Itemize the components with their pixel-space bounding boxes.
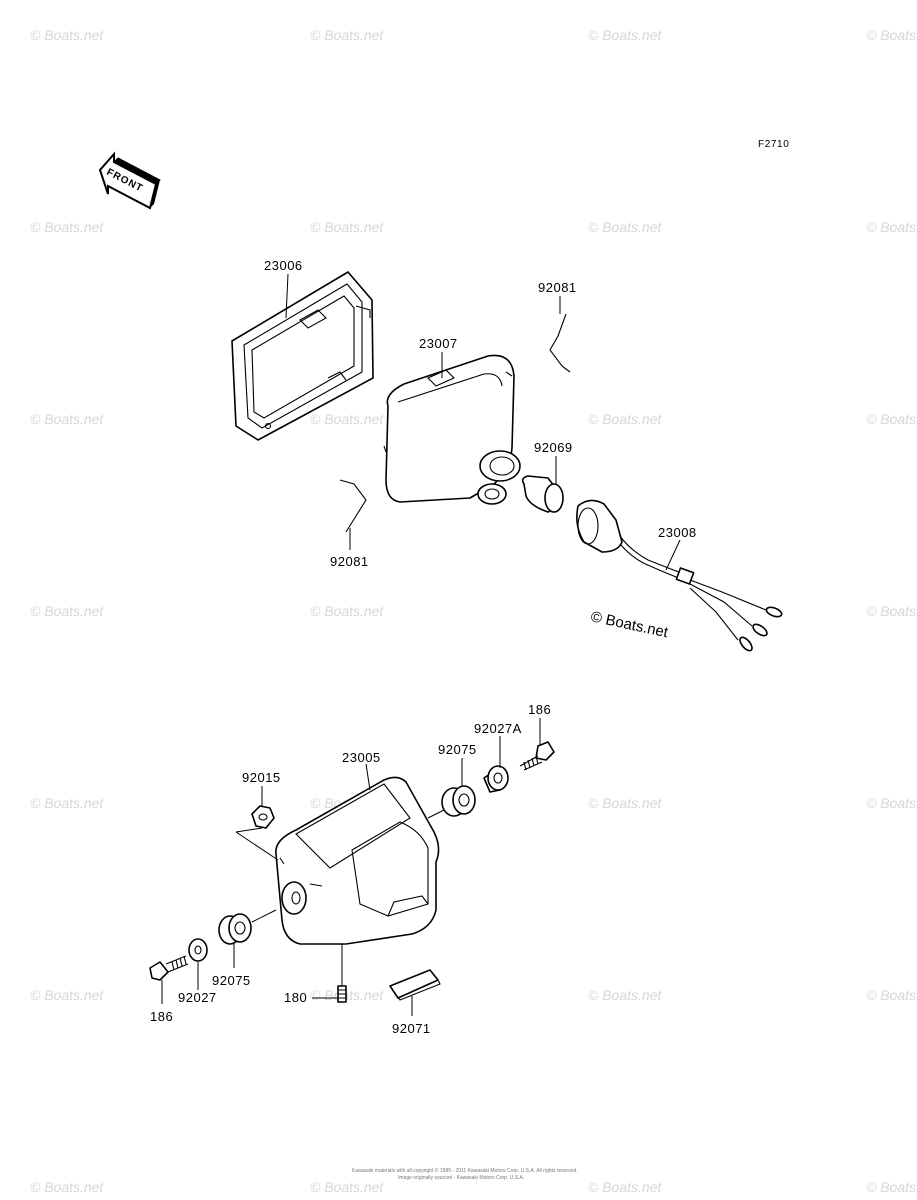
leader-line [365, 763, 371, 791]
spring-clip-92081-bottom [339, 479, 367, 533]
socket-wire-23008 [576, 499, 783, 652]
inline-watermark: © Boats.net [589, 608, 670, 641]
headlight-housing-23007 [383, 354, 521, 505]
label-92027A: 92027A [474, 721, 522, 736]
watermark: © Boats.net [588, 1179, 662, 1195]
footer-copyright-line2: Image originally sourced - Kawasaki Moto… [398, 1175, 524, 1181]
clip-92071 [389, 969, 441, 1001]
label-23007: 23007 [419, 336, 458, 351]
label-23006: 23006 [264, 258, 303, 273]
label-180: 180 [284, 990, 307, 1005]
watermark: © Boats.net [588, 795, 662, 811]
collar-92027A [483, 765, 509, 793]
label-23008: 23008 [658, 525, 697, 540]
watermark: © Boats.net [30, 411, 104, 427]
watermark: © Boats.net [310, 603, 384, 619]
watermark: © Boats.net [30, 603, 104, 619]
footer-copyright-line1: Kawasaki materials with all copyright © … [352, 1167, 578, 1174]
headlight-rim-23006 [231, 271, 374, 441]
watermark: © Boats.net [588, 219, 662, 235]
label-186-top: 186 [528, 702, 551, 717]
label-92081-top: 92081 [538, 280, 577, 295]
watermark: © Boats.net [30, 1179, 104, 1195]
nut-92015 [251, 805, 275, 829]
figure-code: F2710 [758, 139, 789, 150]
watermark: © Boats.net [866, 219, 917, 235]
watermark: © Boats.net [30, 27, 104, 43]
watermark: © Boats.net [866, 603, 917, 619]
spring-clip-92081-top [549, 313, 571, 373]
leader-line [235, 827, 263, 833]
label-92069: 92069 [534, 440, 573, 455]
leader-line [285, 273, 289, 319]
grommet-92075-top [441, 785, 476, 817]
watermark: © Boats.net [866, 27, 917, 43]
watermark: © Boats.net [588, 987, 662, 1003]
watermark: © Boats.net [588, 411, 662, 427]
leader-line [665, 539, 681, 571]
watermark: © Boats.net [310, 27, 384, 43]
watermark: © Boats.net [30, 219, 104, 235]
label-92015: 92015 [242, 770, 281, 785]
front-arrow-icon: FRONT [98, 151, 161, 210]
bulb-92069 [521, 475, 564, 513]
label-92075-bottom: 92075 [212, 973, 251, 988]
label-92075-top: 92075 [438, 742, 477, 757]
watermark: © Boats.net [866, 795, 917, 811]
watermark: © Boats.net [310, 987, 384, 1003]
watermark: © Boats.net [866, 987, 917, 1003]
watermark: © Boats.net [866, 1179, 917, 1195]
washer-92027 [188, 938, 208, 962]
screw-180 [337, 985, 347, 1003]
bolt-186-top [519, 741, 555, 771]
watermark: © Boats.net [588, 27, 662, 43]
watermark: © Boats.net [30, 795, 104, 811]
leader-line [251, 909, 277, 923]
watermark: © Boats.net [310, 411, 384, 427]
headlight-cover-23005 [275, 776, 440, 945]
label-23005: 23005 [342, 750, 381, 765]
watermark: © Boats.net [310, 219, 384, 235]
watermark: © Boats.net [30, 987, 104, 1003]
leader-line [235, 831, 279, 861]
label-92027: 92027 [178, 990, 217, 1005]
label-186-bottom: 186 [150, 1009, 173, 1024]
label-92081-bottom: 92081 [330, 554, 369, 569]
grommet-92075-bottom [218, 913, 252, 945]
watermark: © Boats.net [866, 411, 917, 427]
label-92071: 92071 [392, 1021, 431, 1036]
bolt-186-bottom [149, 955, 189, 981]
watermark-layer: © Boats.net © Boats.net © Boats.net © Bo… [30, 27, 917, 1195]
watermark: © Boats.net [310, 1179, 384, 1195]
leader-line [427, 809, 445, 819]
